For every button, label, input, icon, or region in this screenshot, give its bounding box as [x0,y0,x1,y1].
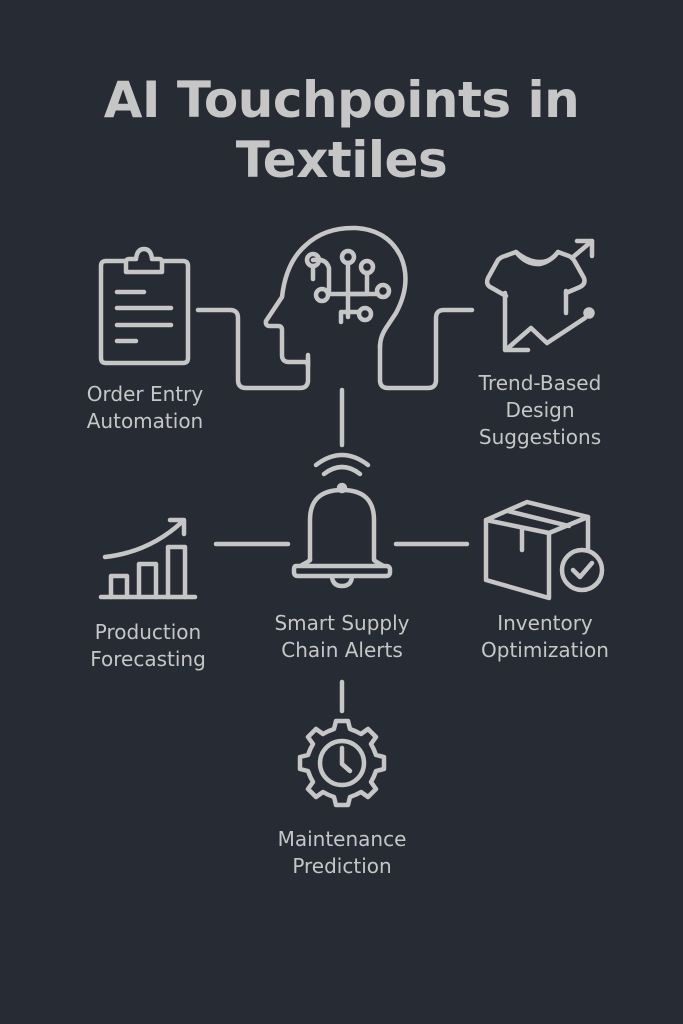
label-line: Design [505,398,575,422]
title-line-1: AI Touchpoints in [103,71,580,129]
bell-alert-icon [291,452,393,589]
label-trend-design: Trend-Based Design Suggestions [455,370,625,451]
tshirt-trend-icon [484,238,595,353]
label-line: Suggestions [478,425,602,449]
label-line: Forecasting [90,647,206,671]
label-supply-chain-alerts: Smart Supply Chain Alerts [257,610,427,664]
label-order-entry: Order Entry Automation [60,381,230,435]
label-inventory-optimization: Inventory Optimization [460,610,630,664]
gear-clock-icon [297,718,387,808]
label-line: Production [94,620,202,644]
title-line-2: Textiles [235,131,448,189]
box-check-icon [483,499,605,601]
connectors [195,307,475,714]
bar-chart-growth-icon [98,517,198,600]
label-line: Order Entry [86,382,204,406]
label-line: Inventory [497,611,593,635]
clipboard-icon [98,246,191,366]
label-maintenance-prediction: Maintenance Prediction [257,826,427,880]
page-title: AI Touchpoints in Textiles [0,70,683,190]
label-line: Prediction [292,854,392,878]
ai-head-circuit-icon [263,225,408,369]
label-line: Optimization [481,638,609,662]
label-line: Trend-Based [478,371,602,395]
label-line: Automation [86,409,204,433]
label-line: Chain Alerts [281,638,403,662]
connector-head-to-tshirt [377,307,475,391]
label-line: Smart Supply [274,611,410,635]
connector-clipboard-to-head [195,307,311,391]
label-production-forecasting: Production Forecasting [63,619,233,673]
label-line: Maintenance [277,827,407,851]
